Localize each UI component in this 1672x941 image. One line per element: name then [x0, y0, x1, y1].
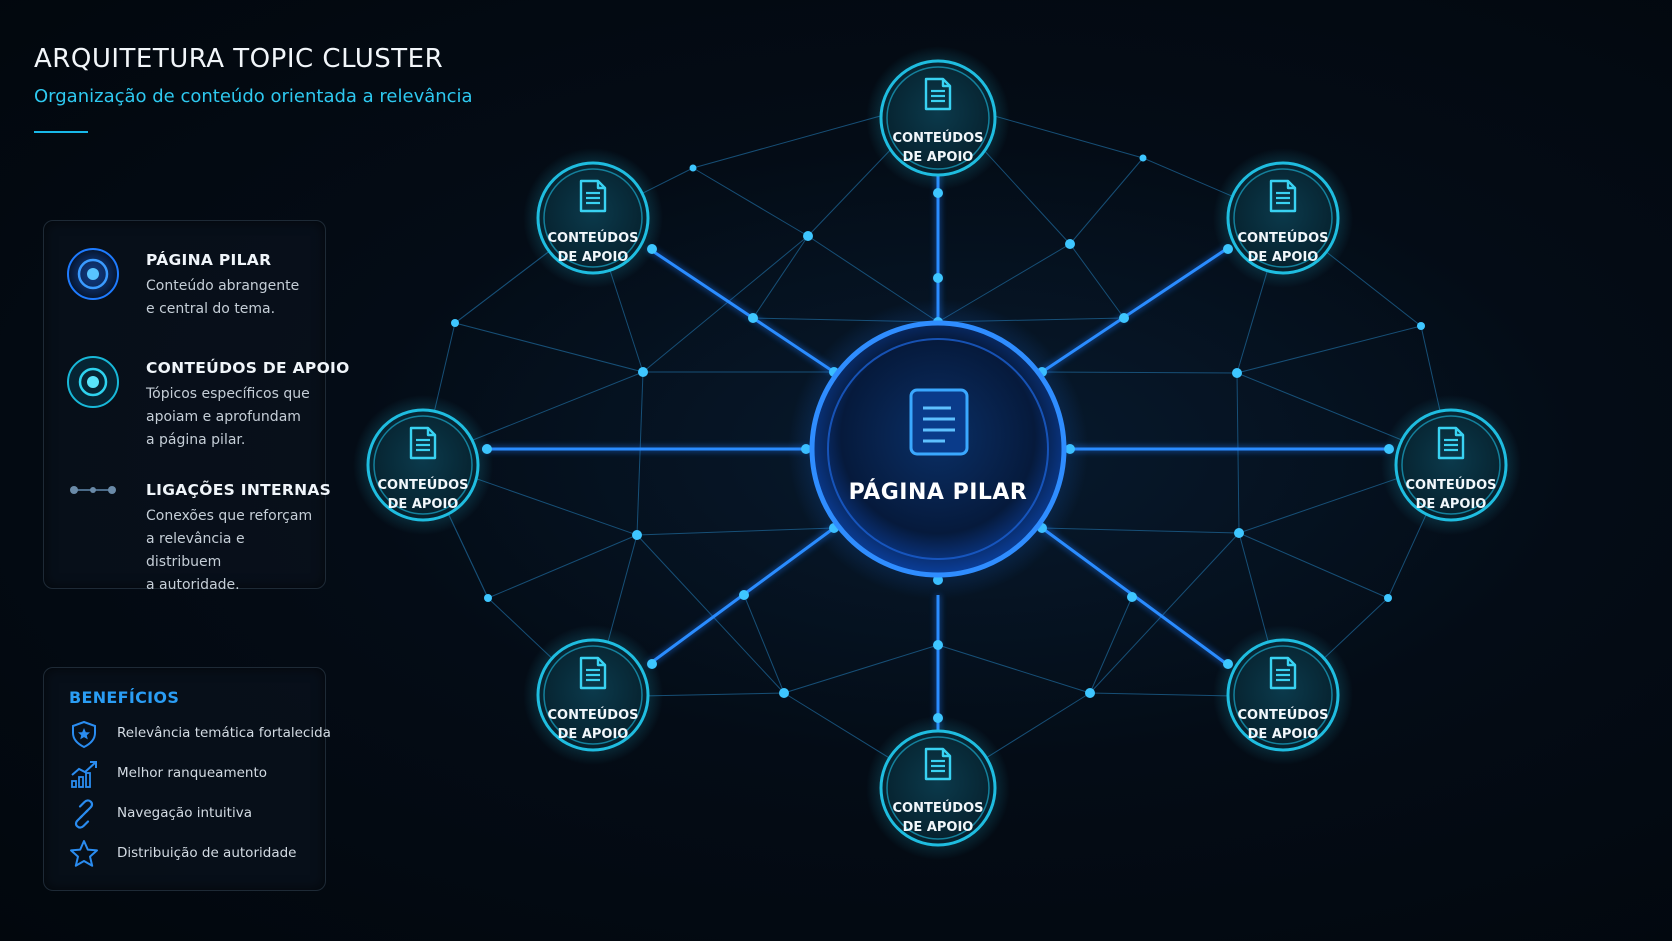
satellite-label: CONTEÚDOS [1238, 707, 1329, 723]
satellite-node[interactable]: CONTEÚDOS DE APOIO [1213, 625, 1353, 765]
benefit-item: Navegação intuitiva [69, 799, 319, 829]
legend-desc-line: a relevância e distribuem [146, 531, 245, 570]
legend-item-support: CONTEÚDOS DE APOIO Tópicos específicos q… [44, 355, 349, 465]
pillar-label: PÁGINA PILAR [849, 479, 1028, 505]
benefits-panel: BENEFÍCIOS Relevância temática fortaleci… [43, 667, 331, 891]
benefit-label: Melhor ranqueamento [117, 765, 268, 781]
legend-desc-line: a página pilar. [146, 432, 246, 448]
legend-item-pillar: PÁGINA PILAR Conteúdo abrangente e centr… [44, 247, 325, 337]
benefit-label: Navegação intuitiva [117, 805, 252, 821]
satellite-node[interactable]: CONTEÚDOS DE APOIO [866, 46, 1010, 190]
satellite-label: CONTEÚDOS [893, 130, 984, 146]
benefit-item: Relevância temática fortalecida [69, 719, 331, 749]
satellite-node[interactable]: CONTEÚDOS DE APOIO [1213, 148, 1353, 288]
shield-star-icon [72, 720, 96, 749]
legend-desc: Tópicos específicos que apoiam e aprofun… [146, 383, 318, 452]
satellite-node[interactable]: CONTEÚDOS DE APOIO [353, 395, 493, 535]
legend-desc-line: a autoridade. [146, 577, 240, 593]
satellite-node[interactable]: CONTEÚDOS DE APOIO [523, 625, 663, 765]
legend-item-links: LIGAÇÕES INTERNAS Conexões que reforçam … [44, 477, 331, 593]
legend-panel: PÁGINA PILAR Conteúdo abrangente e centr… [43, 220, 349, 593]
legend-title: PÁGINA PILAR [146, 251, 272, 269]
legend-desc: Conteúdo abrangente e central do tema. [146, 275, 318, 321]
pillar-ring-icon [67, 248, 119, 300]
satellite-label: DE APOIO [903, 150, 974, 165]
benefit-label: Distribuição de autoridade [117, 845, 297, 861]
legend-desc-line: Conteúdo abrangente [146, 278, 300, 294]
benefits-title: BENEFÍCIOS [69, 688, 180, 707]
satellite-label: CONTEÚDOS [548, 230, 639, 246]
benefit-label: Relevância temática fortalecida [117, 725, 331, 741]
satellite-label: DE APOIO [558, 727, 629, 742]
satellite-label: DE APOIO [1416, 497, 1487, 512]
benefit-item: Distribuição de autoridade [69, 839, 319, 869]
legend-desc-line: apoiam e aprofundam [146, 409, 301, 425]
legend-title: LIGAÇÕES INTERNAS [146, 481, 332, 499]
legend-title: CONTEÚDOS DE APOIO [146, 359, 350, 377]
legend-desc-line: e central do tema. [146, 301, 276, 317]
satellite-label: CONTEÚDOS [548, 707, 639, 723]
satellite-label: DE APOIO [388, 497, 459, 512]
link-line-icon [70, 486, 116, 494]
legend-desc: Conexões que reforçam a relevância e dis… [146, 505, 318, 597]
page-title: ARQUITETURA TOPIC CLUSTER [34, 44, 444, 74]
satellite-label: DE APOIO [1248, 727, 1319, 742]
document-icon [909, 388, 969, 456]
satellite-label: DE APOIO [903, 820, 974, 835]
pillar-node[interactable]: PÁGINA PILAR [788, 299, 1088, 599]
satellite-label: CONTEÚDOS [1238, 230, 1329, 246]
satellite-label: CONTEÚDOS [1406, 477, 1497, 493]
star-icon [70, 840, 98, 867]
growth-chart-icon [71, 761, 97, 788]
satellite-label: DE APOIO [1248, 250, 1319, 265]
satellite-label: CONTEÚDOS [378, 477, 469, 493]
satellite-label: CONTEÚDOS [893, 800, 984, 816]
satellite-label: DE APOIO [558, 250, 629, 265]
satellite-node[interactable]: CONTEÚDOS DE APOIO [1381, 395, 1521, 535]
support-ring-icon [67, 356, 119, 408]
legend-desc-line: Tópicos específicos que [146, 386, 310, 402]
link-chain-icon [74, 799, 94, 829]
satellite-node[interactable]: CONTEÚDOS DE APOIO [523, 148, 663, 288]
title-underline [34, 131, 88, 133]
legend-desc-line: Conexões que reforçam [146, 508, 313, 524]
page-subtitle: Organização de conteúdo orientada a rele… [34, 86, 473, 107]
benefit-item: Melhor ranqueamento [69, 759, 319, 789]
satellite-node[interactable]: CONTEÚDOS DE APOIO [866, 716, 1010, 860]
